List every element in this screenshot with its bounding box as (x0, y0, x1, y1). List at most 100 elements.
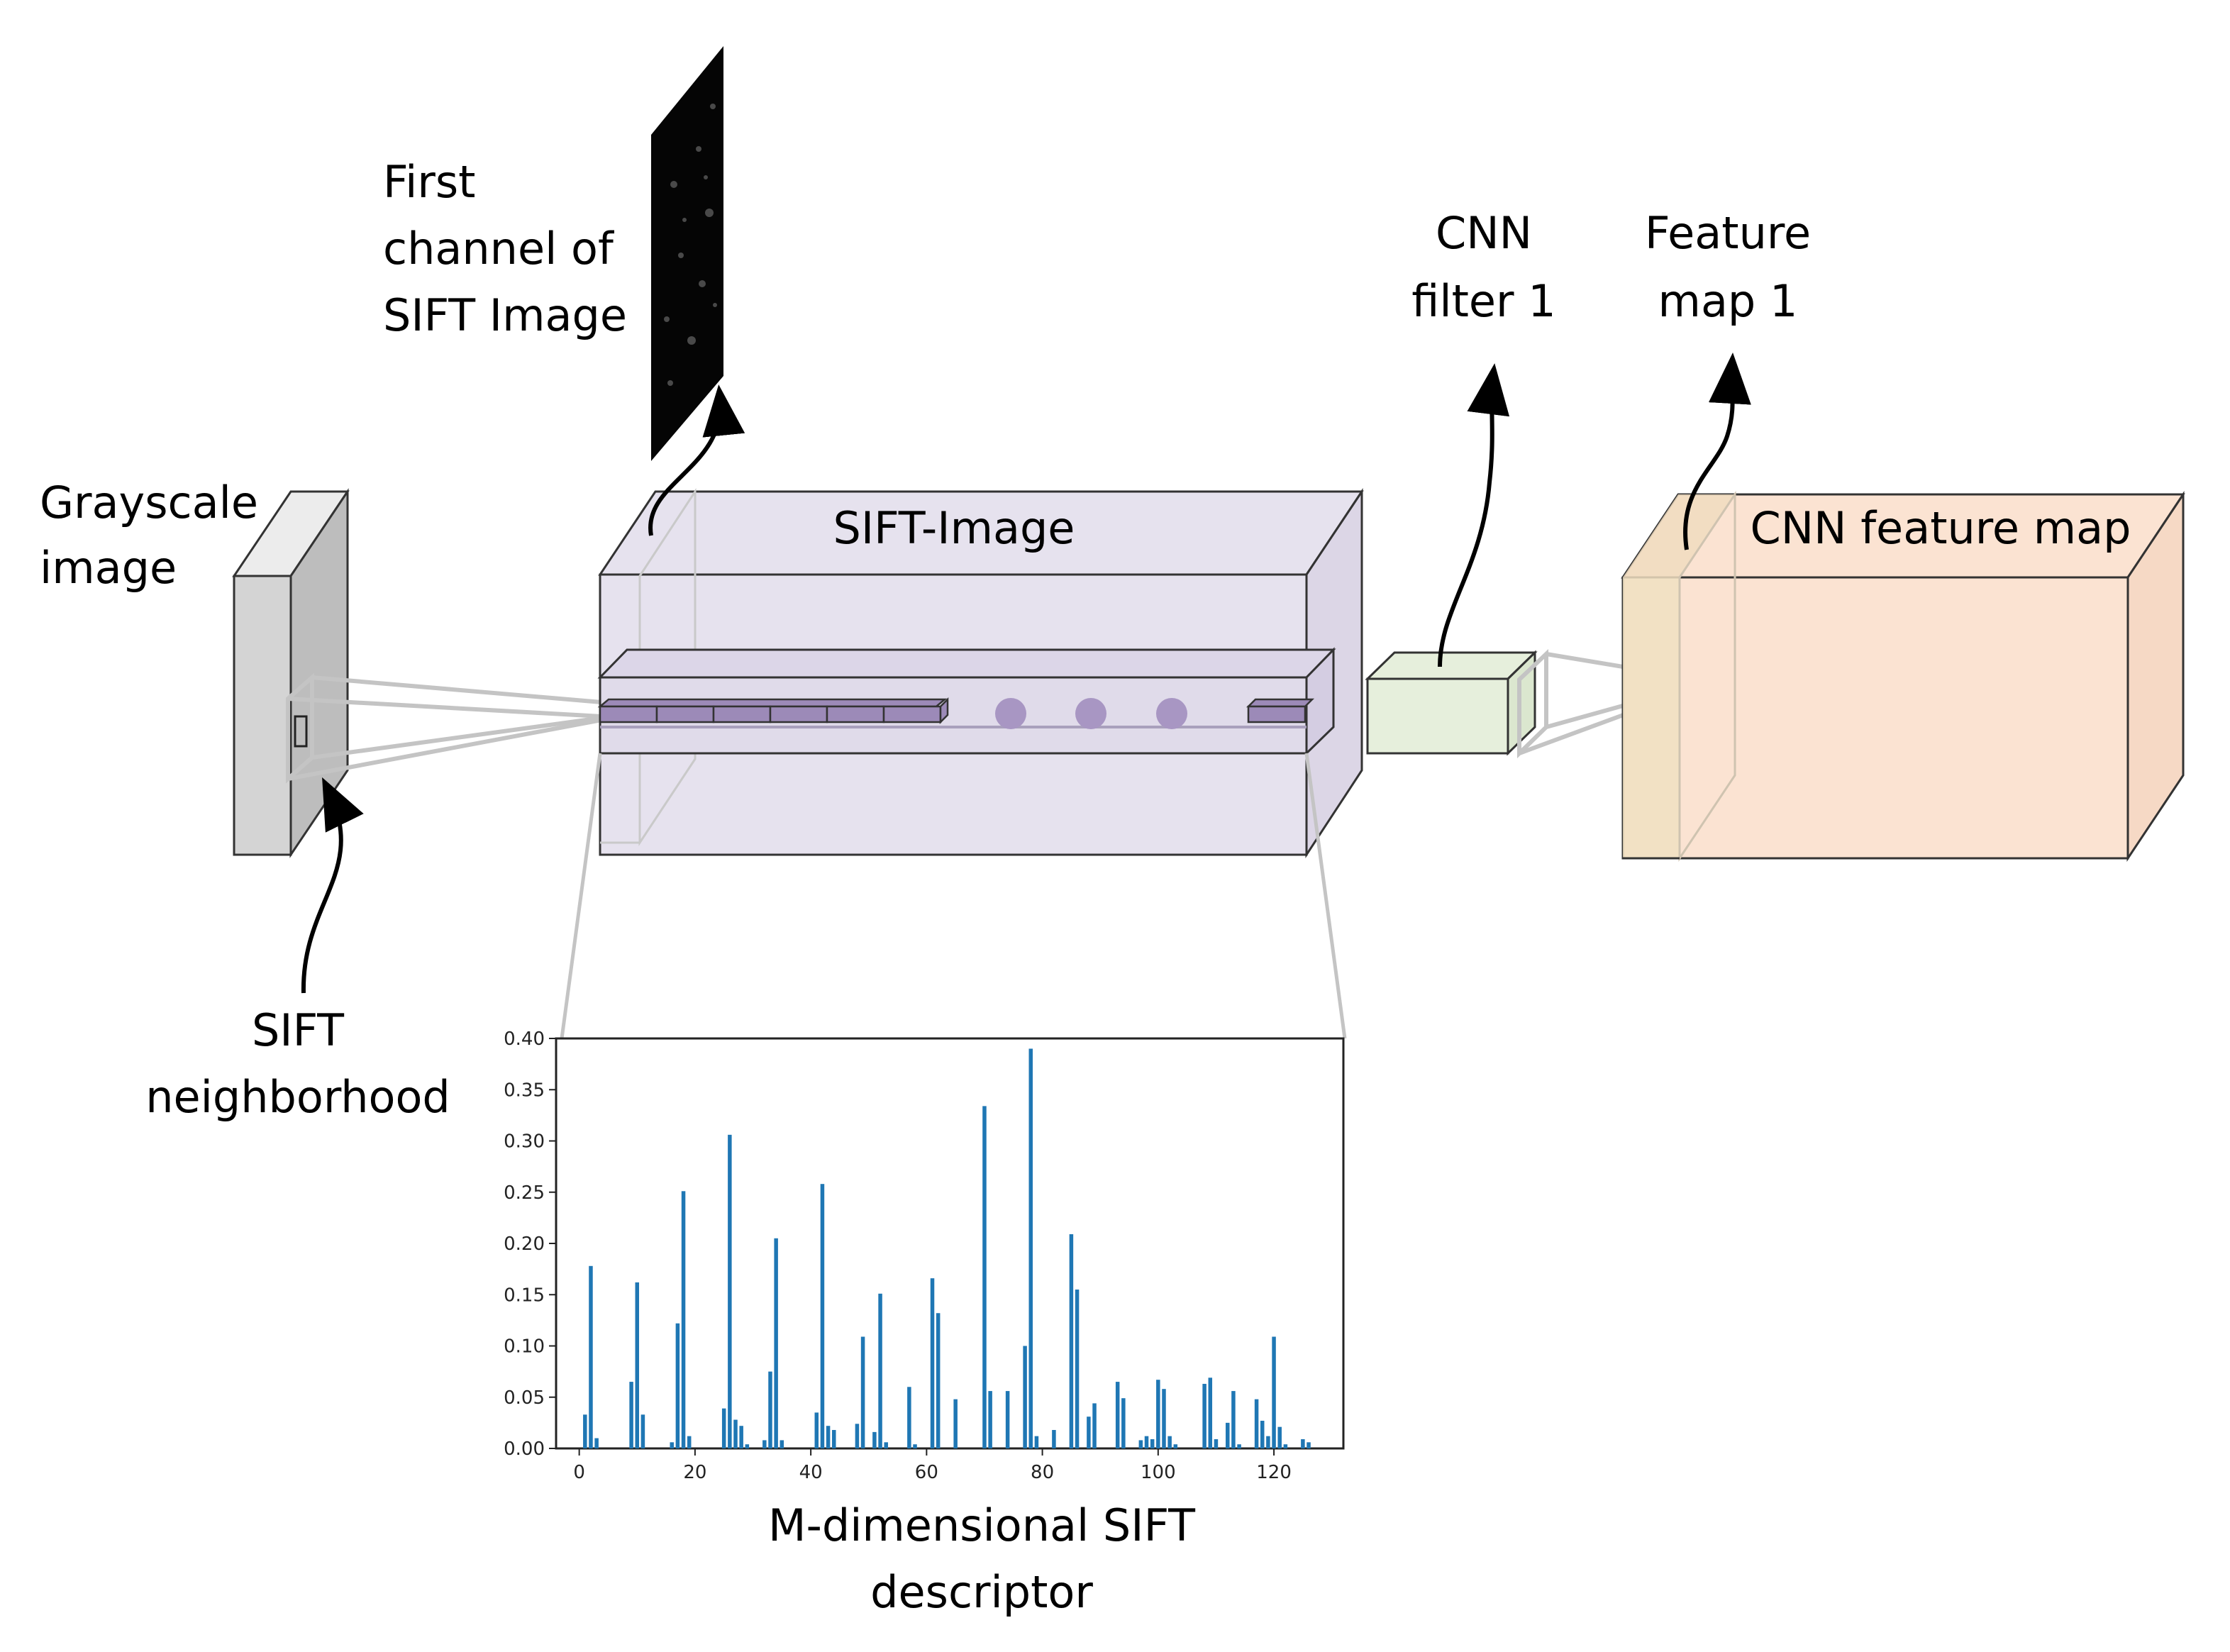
histogram-bar (762, 1440, 767, 1448)
grayscale-label-line1: Grayscale (40, 477, 258, 528)
cnn-filter-box (1365, 650, 1538, 756)
ellipsis-dots (995, 698, 1187, 729)
grayscale-label-line2: image (40, 542, 177, 594)
histogram-bar (670, 1442, 674, 1448)
x-tick-label: 60 (915, 1462, 938, 1483)
histogram-bar (1301, 1438, 1305, 1448)
histogram-bar (1277, 1426, 1282, 1448)
histogram-bar (1069, 1234, 1074, 1448)
sift-image-label: SIFT-Image (833, 502, 1075, 554)
sift-neighborhood-patch (294, 715, 308, 748)
y-tick-label: 0.35 (504, 1080, 545, 1101)
cnn-filter-label-line2: filter 1 (1411, 275, 1555, 327)
histogram-bar (1307, 1442, 1311, 1448)
feature-map1-label-line2: map 1 (1658, 275, 1798, 327)
histogram-bar (930, 1278, 935, 1448)
histogram-bar (1272, 1336, 1276, 1448)
y-tick-label: 0.40 (504, 1029, 545, 1050)
histogram-bar (1023, 1346, 1027, 1448)
histogram-bar (1075, 1290, 1080, 1448)
histogram-bar (774, 1238, 778, 1448)
histogram-bar (1254, 1399, 1259, 1448)
histogram-bar (1208, 1377, 1213, 1448)
sift-neighborhood-label-line2: neighborhood (145, 1071, 450, 1123)
arrow-to-cnn-filter (1438, 363, 1510, 667)
histogram-bar (872, 1431, 877, 1448)
histogram-bar (1260, 1420, 1265, 1448)
histogram-bar (768, 1371, 772, 1448)
histogram-bar (1173, 1444, 1178, 1448)
first-channel-label-line2: channel of (383, 223, 615, 275)
histogram-bar (1034, 1436, 1039, 1448)
descriptor-label-line1: M-dimensional SIFT (768, 1499, 1196, 1551)
grayscale-face (233, 575, 292, 856)
histogram-bar (936, 1313, 941, 1448)
histogram-bar (1005, 1391, 1010, 1448)
zoom-lines (560, 753, 1347, 1039)
histogram-bar (1167, 1436, 1172, 1448)
histogram-bar (629, 1382, 633, 1448)
y-tick-label: 0.10 (504, 1336, 545, 1358)
feature-map1-label-line1: Feature (1645, 207, 1811, 259)
histogram-bar (1214, 1438, 1219, 1448)
x-tick-label: 100 (1141, 1462, 1176, 1483)
descriptor-label-line2: descriptor (870, 1566, 1093, 1618)
histogram-bar (583, 1414, 587, 1448)
histogram-bar (728, 1134, 732, 1448)
first-channel-label-line3: SIFT Image (383, 289, 627, 341)
histogram-bar (681, 1191, 686, 1448)
histogram-bar (1202, 1383, 1206, 1448)
sift-neighborhood-label-line1: SIFT (252, 1004, 345, 1056)
x-tick-label: 0 (573, 1462, 585, 1483)
histogram-bar (589, 1265, 593, 1448)
histogram-bar (884, 1442, 888, 1448)
histogram-bar (687, 1436, 692, 1448)
arrow-to-neighborhood (301, 777, 364, 994)
histogram-bar (1150, 1438, 1155, 1448)
y-tick-label: 0.30 (504, 1131, 545, 1153)
histogram-bar (1266, 1436, 1270, 1448)
first-channel-image (651, 46, 723, 461)
feature-map-slice (1623, 577, 1680, 858)
x-tick-label: 80 (1031, 1462, 1054, 1483)
histogram-bar (878, 1293, 882, 1448)
histogram-bar (907, 1387, 911, 1448)
histogram-bar (982, 1106, 987, 1448)
chart-frame (555, 1037, 1345, 1450)
y-tick-label: 0.15 (504, 1285, 545, 1306)
histogram-bar (1052, 1429, 1056, 1448)
y-tick-label: 0.20 (504, 1234, 545, 1255)
histogram-bar (1087, 1417, 1091, 1448)
cnn-filter-label-line1: CNN (1436, 207, 1532, 259)
histogram-bar (1028, 1048, 1033, 1448)
histogram-bar (1138, 1440, 1143, 1448)
histogram-bar (1092, 1403, 1097, 1448)
y-axis-ticks: 0.000.050.100.150.200.250.300.350.40 (504, 1029, 556, 1460)
descriptor-cells (597, 697, 1315, 725)
histogram-bar (953, 1399, 958, 1448)
histogram-bar (1156, 1380, 1160, 1448)
histogram-bar (820, 1184, 825, 1448)
histogram-bar (594, 1438, 599, 1448)
histogram-bar (721, 1408, 726, 1448)
histogram-bar (855, 1424, 860, 1448)
neighborhood-projection (286, 672, 602, 784)
histogram-bar (1121, 1398, 1126, 1448)
first-channel-label-line1: First (383, 156, 475, 208)
histogram-bar (1115, 1382, 1120, 1448)
y-tick-label: 0.25 (504, 1182, 545, 1204)
histogram-bar (1144, 1436, 1149, 1448)
arrows (301, 353, 1751, 994)
x-tick-label: 20 (683, 1462, 706, 1483)
cnn-feature-map-label: CNN feature map (1750, 502, 2131, 554)
histogram-bar (826, 1426, 831, 1448)
histogram-bar (860, 1336, 865, 1448)
histogram-bar (745, 1444, 750, 1448)
histogram-bar (1226, 1422, 1230, 1448)
arrow-to-feature-map (1683, 353, 1751, 550)
histogram-bar (913, 1444, 917, 1448)
sift-image-block (597, 487, 1364, 859)
histogram-bar (1162, 1389, 1166, 1448)
